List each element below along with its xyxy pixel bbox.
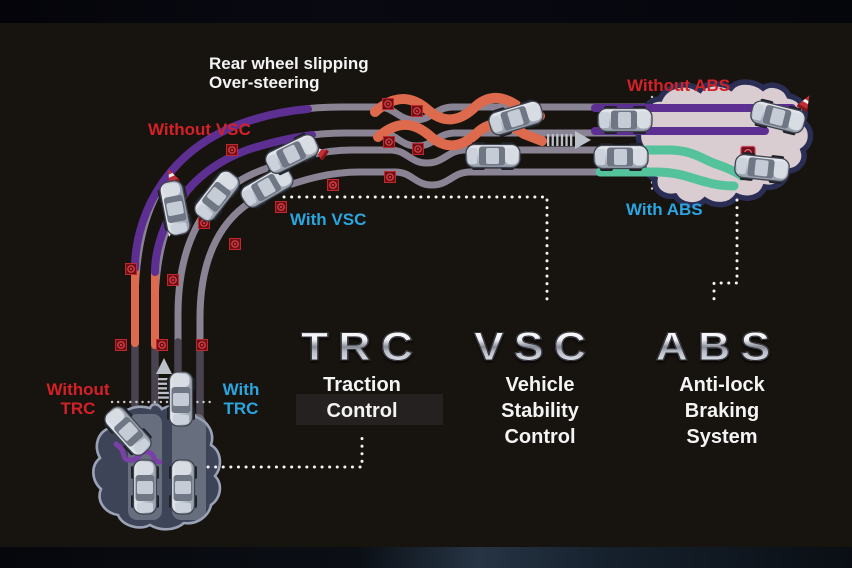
traffic-cone xyxy=(410,104,424,118)
oversteer-note: Rear wheel slipping Over-steering xyxy=(209,54,369,93)
traffic-cone xyxy=(326,178,340,192)
vsc-description: Vehicle Stability Control xyxy=(501,374,579,448)
with-vsc-label: With VSC xyxy=(290,210,367,229)
traffic-cone xyxy=(382,135,396,149)
car xyxy=(465,141,521,171)
traffic-cone xyxy=(114,338,128,352)
direction-arrow-up xyxy=(156,358,172,399)
traffic-cone xyxy=(166,273,180,287)
traffic-cone xyxy=(155,338,169,352)
car xyxy=(166,371,196,427)
car xyxy=(733,150,791,186)
without-trc-label: Without TRC xyxy=(46,380,110,419)
traffic-cone xyxy=(274,200,288,214)
top-border-band xyxy=(0,0,852,23)
with-trc-label: With TRC xyxy=(222,380,260,419)
car xyxy=(593,142,649,172)
traffic-cone xyxy=(124,262,138,276)
with-abs-label: With ABS xyxy=(626,200,703,219)
traffic-cone xyxy=(381,97,395,111)
control-highlight-box xyxy=(296,394,443,425)
without-abs-label: Without ABS xyxy=(627,76,731,95)
title-connectors-dotted xyxy=(206,195,739,469)
car xyxy=(168,459,198,515)
traffic-cone xyxy=(195,338,209,352)
car xyxy=(597,105,653,135)
abs-chrome-title: ABS xyxy=(655,325,781,369)
slip-trail-orange-curve xyxy=(131,262,159,349)
traffic-cone xyxy=(411,142,425,156)
without-vsc-label: Without VSC xyxy=(148,120,251,139)
bottom-border-band xyxy=(0,547,852,568)
oversteer-trail-purple xyxy=(131,105,316,276)
car xyxy=(130,459,160,515)
trc-description: Traction Control xyxy=(323,374,401,422)
traffic-cone xyxy=(228,237,242,251)
abs-description: Anti-lock Braking System xyxy=(679,374,765,448)
trc-chrome-title: TRC xyxy=(300,325,424,369)
traffic-cone xyxy=(225,143,239,157)
vsc-chrome-title: VSC xyxy=(473,325,597,369)
direction-arrow-right xyxy=(547,131,591,149)
traffic-cone xyxy=(383,170,397,184)
